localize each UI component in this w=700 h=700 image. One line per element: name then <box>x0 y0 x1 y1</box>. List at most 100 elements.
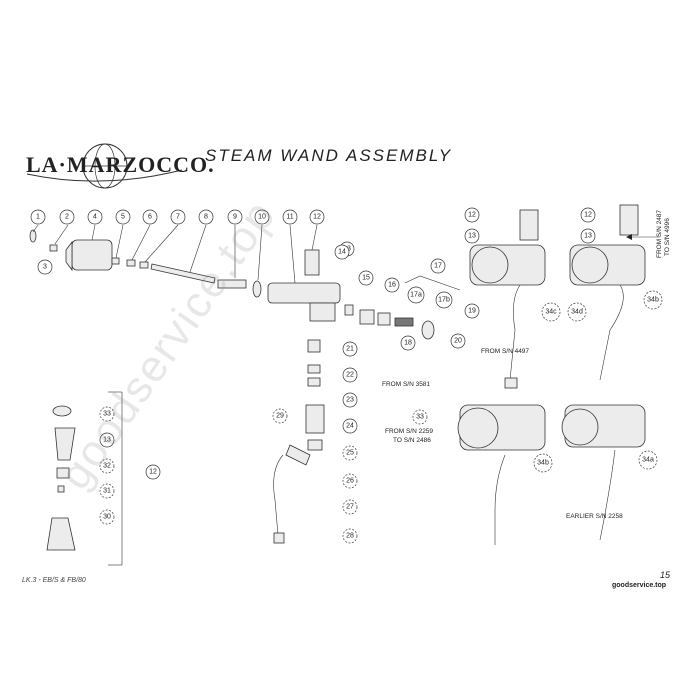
svg-text:25: 25 <box>346 450 354 457</box>
svg-text:34d: 34d <box>571 309 583 316</box>
callout-5: 5 <box>115 209 131 225</box>
brand-name: LA·MARZOCCO. <box>26 152 215 177</box>
callout-31: 31 <box>99 483 115 499</box>
callout-28: 28 <box>342 528 358 544</box>
svg-text:32: 32 <box>103 463 111 470</box>
svg-text:33: 33 <box>416 414 424 421</box>
callout-19: 19 <box>464 303 480 319</box>
callout-12: 12 <box>309 209 325 225</box>
svg-text:10: 10 <box>258 214 266 221</box>
svg-text:8: 8 <box>204 214 208 221</box>
callout-23: 23 <box>342 392 358 408</box>
note-earlier-2258: EARLIER S/N 2258 <box>566 513 623 520</box>
callout-29: 29 <box>272 408 288 424</box>
svg-text:6: 6 <box>148 214 152 221</box>
callout-34b-bottom: 34b <box>533 453 553 473</box>
svg-text:30: 30 <box>103 514 111 521</box>
globe-logo-icon <box>26 143 183 189</box>
note-from-2259: FROM S/N 2259 <box>385 428 433 435</box>
callout-7: 7 <box>170 209 186 225</box>
left-assembly <box>46 391 123 566</box>
svg-text:13: 13 <box>468 233 476 240</box>
svg-text:3: 3 <box>43 264 47 271</box>
note-to-4996: TO S/N 4996 <box>664 218 671 256</box>
callout-32: 32 <box>99 458 115 474</box>
svg-text:15: 15 <box>362 275 370 282</box>
callout-34c: 34c <box>541 302 561 322</box>
callout-22: 22 <box>342 367 358 383</box>
right-assembly-4497 <box>469 209 546 389</box>
note-from-3581: FROM S/N 3581 <box>382 381 430 388</box>
callout-13-right-b: 13 <box>580 228 596 244</box>
callout-4: 4 <box>87 209 103 225</box>
page-number: 15 <box>660 570 671 580</box>
svg-text:21: 21 <box>346 346 354 353</box>
svg-text:11: 11 <box>286 214 293 221</box>
callout-25: 25 <box>342 445 358 461</box>
callout-13-left: 13 <box>99 432 115 448</box>
right-assembly-2259 <box>457 404 546 545</box>
callout-34d: 34d <box>567 302 587 322</box>
callout-24: 24 <box>342 418 358 434</box>
svg-text:12: 12 <box>313 214 321 221</box>
callout-8: 8 <box>198 209 214 225</box>
callout-12-right-b: 12 <box>580 207 596 223</box>
svg-text:13: 13 <box>584 233 592 240</box>
callout-26: 26 <box>342 473 358 489</box>
svg-text:22: 22 <box>346 372 354 379</box>
svg-text:4: 4 <box>93 214 97 221</box>
model-footer: LK.3 - EB/S & FB/80 <box>22 577 86 584</box>
callout-6: 6 <box>142 209 158 225</box>
svg-text:2: 2 <box>65 214 69 221</box>
note-to-2486: TO S/N 2486 <box>393 437 431 444</box>
svg-text:34c: 34c <box>545 309 557 316</box>
note-from-4497: FROM S/N 4497 <box>481 348 529 355</box>
callout-2: 2 <box>59 209 75 225</box>
svg-text:28: 28 <box>346 533 354 540</box>
callout-10: 10 <box>254 209 270 225</box>
callout-34b-top: 34b <box>643 290 663 310</box>
callout-33-right: 33 <box>412 409 428 425</box>
callout-20: 20 <box>450 333 466 349</box>
callout-34a: 34a <box>638 450 658 470</box>
svg-text:1: 1 <box>36 214 40 221</box>
main-assembly <box>29 224 435 544</box>
svg-text:5: 5 <box>121 214 125 221</box>
svg-text:13: 13 <box>103 437 111 444</box>
svg-text:26: 26 <box>346 478 354 485</box>
svg-text:20: 20 <box>454 338 462 345</box>
callout-33-left: 33 <box>99 406 115 422</box>
callout-15: 15 <box>358 270 374 286</box>
svg-text:17: 17 <box>434 263 442 270</box>
callout-18: 18 <box>400 335 416 351</box>
callout-9: 9 <box>227 209 243 225</box>
svg-text:17a: 17a <box>410 292 422 299</box>
callout-12-right-a: 12 <box>464 207 480 223</box>
site-footer: goodservice.top <box>612 582 667 589</box>
svg-text:7: 7 <box>176 214 180 221</box>
callout-13-right-a: 13 <box>464 228 480 244</box>
svg-text:29: 29 <box>276 413 284 420</box>
svg-text:14: 14 <box>338 249 346 256</box>
arrow-head-icon <box>626 234 632 240</box>
svg-text:27: 27 <box>346 504 354 511</box>
svg-text:31: 31 <box>103 488 111 495</box>
brand-logo: LA·MARZOCCO. <box>22 140 214 192</box>
right-assembly-2487 <box>569 204 646 381</box>
svg-text:24: 24 <box>346 423 354 430</box>
callouts: 1 2 3 4 5 6 7 8 9 10 11 12 13 14 15 16 1… <box>30 207 663 544</box>
svg-text:12: 12 <box>149 469 157 476</box>
callout-14-label: 14 <box>334 244 350 260</box>
callout-27: 27 <box>342 499 358 515</box>
svg-text:34b: 34b <box>647 297 659 304</box>
svg-text:34a: 34a <box>642 457 654 464</box>
callout-3: 3 <box>37 259 53 275</box>
svg-text:18: 18 <box>404 340 412 347</box>
svg-text:12: 12 <box>468 212 476 219</box>
svg-text:9: 9 <box>233 214 237 221</box>
note-from-2487: FROM S/N 2487 <box>656 210 663 258</box>
callout-11: 11 <box>282 209 298 225</box>
callout-12-left: 12 <box>145 464 161 480</box>
svg-text:17b: 17b <box>438 297 450 304</box>
svg-text:12: 12 <box>584 212 592 219</box>
